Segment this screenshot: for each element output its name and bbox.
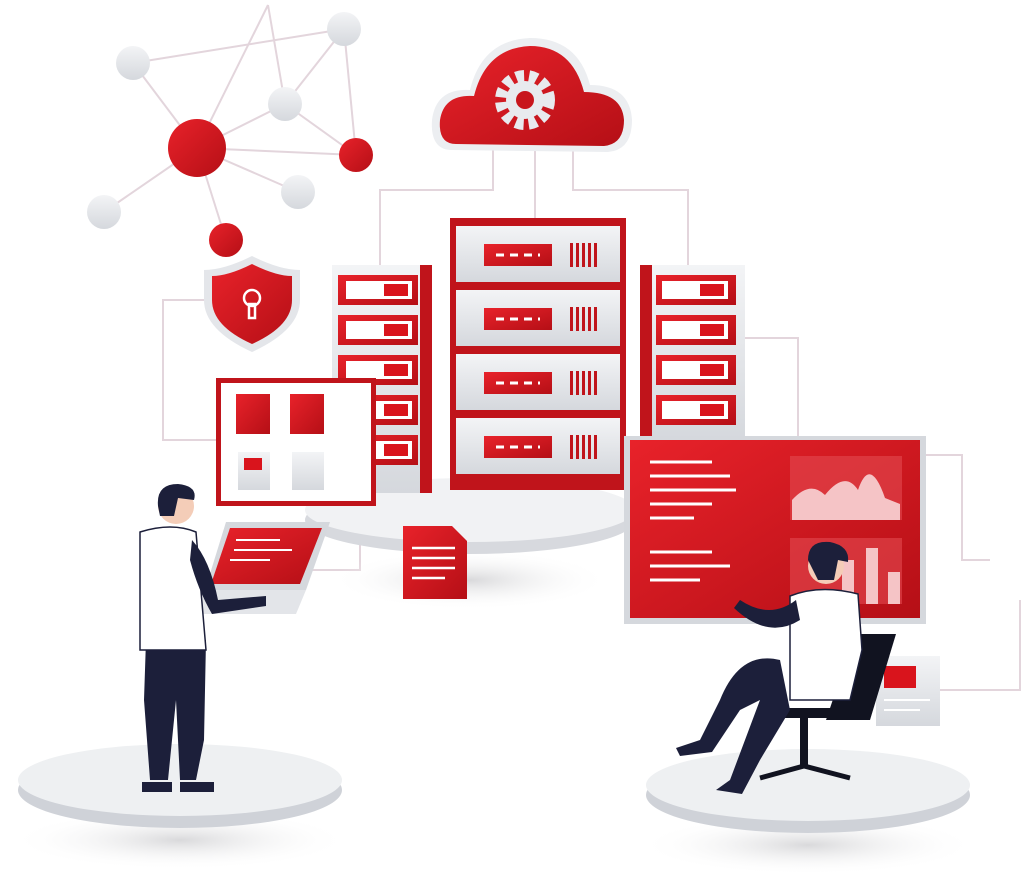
network-icon bbox=[87, 4, 373, 257]
connector-lines bbox=[162, 150, 1021, 691]
dashboard-chart-icon bbox=[624, 436, 926, 624]
image-file-icon bbox=[876, 656, 940, 726]
shield-lock-icon bbox=[204, 256, 300, 352]
document-icon bbox=[236, 394, 324, 434]
document-icon bbox=[403, 526, 467, 599]
server-rack-center bbox=[450, 218, 626, 490]
image-file-icon bbox=[238, 452, 324, 490]
person-sitting bbox=[676, 541, 863, 794]
laptop-icon bbox=[200, 522, 330, 614]
platform-right bbox=[638, 749, 978, 875]
server-rack-right bbox=[640, 265, 745, 440]
document-window bbox=[216, 378, 376, 506]
person-standing bbox=[139, 484, 266, 792]
server-platform bbox=[305, 478, 635, 610]
cloud-gear-icon bbox=[431, 38, 632, 152]
